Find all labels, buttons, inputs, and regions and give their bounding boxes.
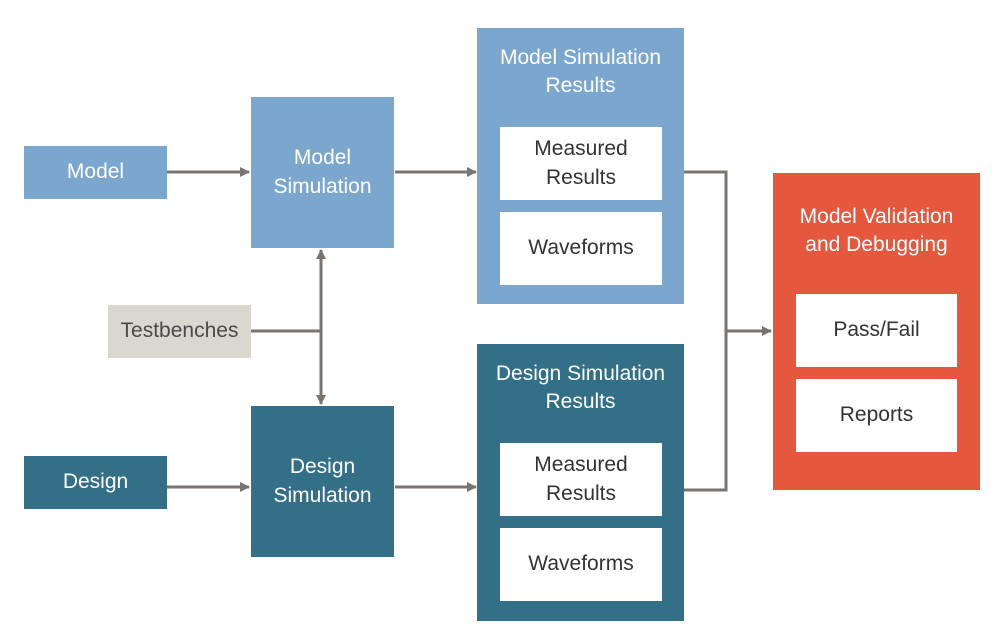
design-measured-results-box: Measured Results (500, 443, 662, 516)
reports-box: Reports (796, 379, 957, 452)
model-simulation-box: Model Simulation (251, 97, 394, 248)
model-label: Model (66, 160, 125, 184)
design-simulation-results-title: Design Simulation Results (495, 362, 666, 414)
connector-model-results-merge (684, 170, 728, 331)
model-simulation-results-title: Model Simulation Results (499, 46, 662, 98)
design-simulation-label: Design Simulation (273, 455, 372, 507)
model-validation-title: Model Validation and Debugging (799, 205, 954, 257)
model-measured-results-label: Measured Results (534, 137, 628, 189)
pass-fail-box: Pass/Fail (796, 294, 957, 367)
pass-fail-label: Pass/Fail (833, 318, 920, 342)
design-waveforms-label: Waveforms (528, 552, 634, 576)
testbenches-box: Testbenches (108, 305, 251, 358)
design-box: Design (24, 456, 167, 509)
design-measured-results-label: Measured Results (534, 453, 628, 505)
design-simulation-box: Design Simulation (251, 406, 394, 557)
reports-label: Reports (839, 403, 914, 427)
connector-design-results-merge (684, 331, 728, 492)
model-measured-results-box: Measured Results (500, 127, 662, 200)
model-simulation-label: Model Simulation (273, 146, 372, 198)
testbenches-label: Testbenches (120, 319, 239, 343)
design-waveforms-box: Waveforms (500, 528, 662, 601)
model-box: Model (24, 146, 167, 199)
model-waveforms-box: Waveforms (500, 212, 662, 285)
model-waveforms-label: Waveforms (528, 236, 634, 260)
design-label: Design (62, 470, 129, 494)
